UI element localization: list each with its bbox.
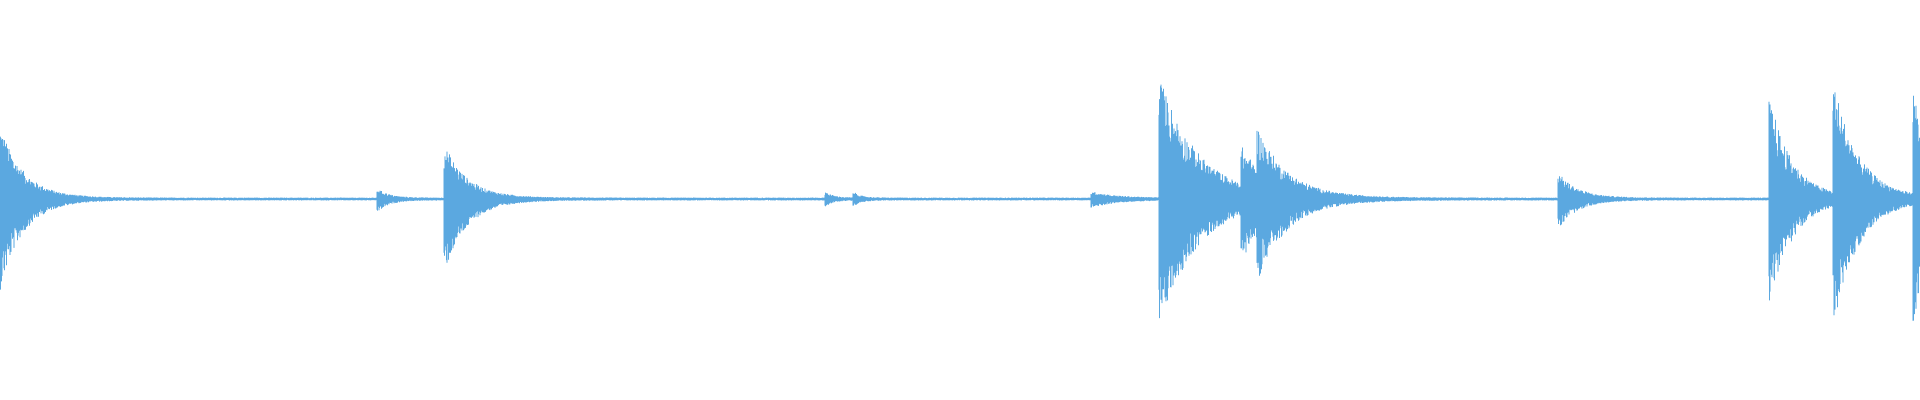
waveform-trace [0,84,1920,321]
